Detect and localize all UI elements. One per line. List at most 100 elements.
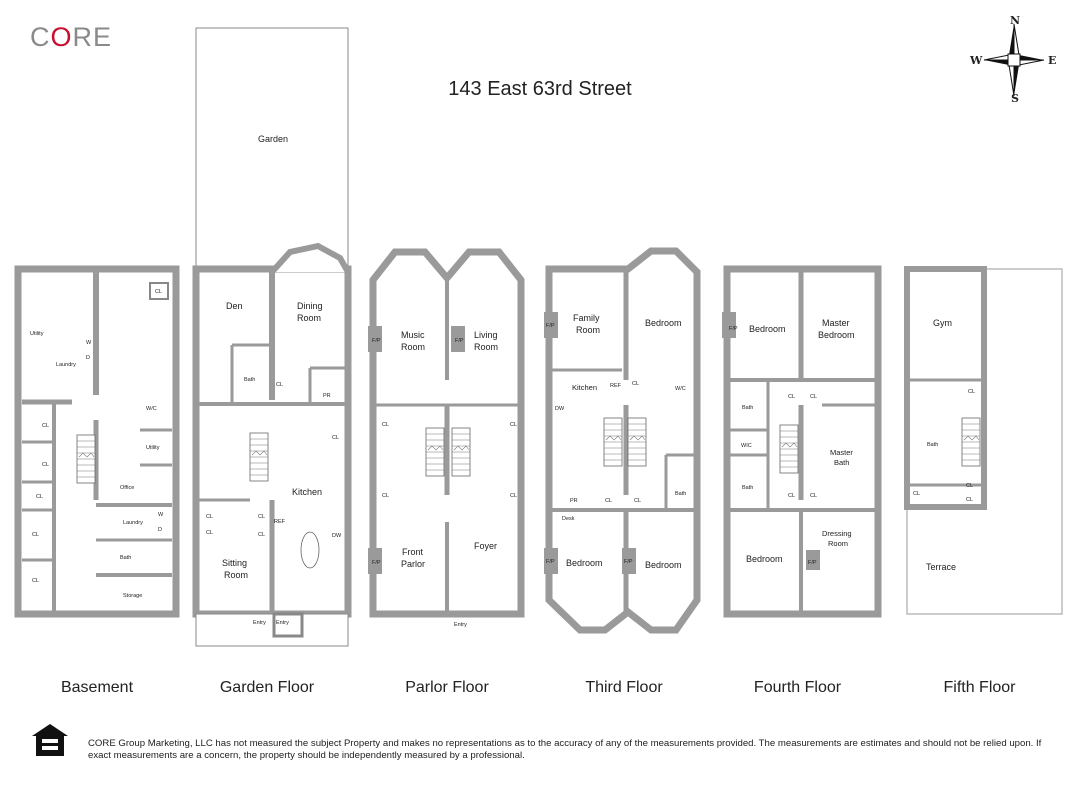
floor-label-garden: Garden Floor: [219, 679, 315, 696]
svg-text:F/P: F/P: [455, 338, 464, 344]
fourth-bedroom-front: Bedroom: [746, 554, 783, 564]
svg-text:W/C: W/C: [146, 406, 157, 412]
svg-text:Parlor: Parlor: [401, 559, 425, 569]
svg-text:CL: CL: [605, 498, 612, 504]
master-bath: Master: [830, 448, 853, 457]
svg-text:PR: PR: [570, 498, 578, 504]
fourth-floor-plan: Bedroom Master Bedroom F/P Bath CL CL WI…: [722, 265, 882, 618]
svg-text:CL: CL: [788, 493, 795, 499]
svg-text:Desk: Desk: [562, 516, 575, 522]
svg-text:CL: CL: [634, 498, 641, 504]
basement-laundry: Laundry: [56, 362, 76, 368]
garden-kitchen: Kitchen: [292, 487, 322, 497]
compass-north: N: [1010, 14, 1021, 27]
svg-text:CL: CL: [258, 514, 265, 520]
svg-text:CL: CL: [32, 578, 39, 584]
sitting-room: Sitting: [222, 558, 247, 568]
dining-room: Dining: [297, 301, 323, 311]
svg-text:Room: Room: [474, 342, 498, 352]
svg-text:CL: CL: [332, 435, 339, 441]
svg-text:F/P: F/P: [624, 559, 633, 565]
svg-text:W: W: [86, 340, 92, 346]
svg-text:W: W: [158, 512, 164, 518]
svg-text:CL: CL: [42, 462, 49, 468]
third-bedroom-front-left: Bedroom: [566, 558, 603, 568]
svg-text:Room: Room: [401, 342, 425, 352]
svg-text:Room: Room: [297, 313, 321, 323]
svg-text:Utility: Utility: [146, 445, 160, 451]
garden-floor-plan: Garden Den Dining Room Bath CL PR CL Kit…: [192, 27, 352, 647]
svg-text:WIC: WIC: [741, 443, 752, 449]
floor-label-third: Third Floor: [585, 679, 663, 696]
svg-text:CL: CL: [810, 394, 817, 400]
svg-text:Bath: Bath: [675, 491, 686, 497]
floor-label-fifth: Fifth Floor: [943, 679, 1016, 696]
basement-storage: Storage: [123, 593, 142, 599]
dressing-room: Dressing: [822, 529, 852, 538]
svg-text:Room: Room: [828, 539, 848, 548]
master-bedroom: Master: [822, 318, 850, 328]
compass-south: S: [1011, 92, 1019, 105]
compass-east: E: [1048, 54, 1057, 67]
svg-text:Bath: Bath: [244, 377, 255, 383]
svg-text:F/P: F/P: [546, 559, 555, 565]
basement-plan: Utility Laundry W D CL W/C Utility Offic…: [14, 265, 180, 618]
svg-text:D: D: [86, 355, 90, 361]
floor-label-parlor: Parlor Floor: [405, 679, 489, 696]
svg-text:PR: PR: [323, 393, 331, 399]
svg-text:CL: CL: [966, 483, 973, 489]
front-parlor: Front: [402, 547, 424, 557]
svg-text:DW: DW: [332, 533, 342, 539]
svg-text:Bath: Bath: [927, 442, 938, 448]
svg-text:CL: CL: [32, 532, 39, 538]
terrace: Terrace: [926, 562, 956, 572]
svg-text:CL: CL: [966, 497, 973, 503]
svg-text:Entry: Entry: [276, 620, 289, 626]
svg-text:CL: CL: [42, 423, 49, 429]
svg-text:CL: CL: [810, 493, 817, 499]
svg-text:CL: CL: [510, 493, 517, 499]
svg-text:D: D: [158, 527, 162, 533]
equal-housing-icon: [30, 722, 70, 758]
svg-text:Laundry: Laundry: [123, 520, 143, 526]
svg-text:Bath: Bath: [834, 458, 849, 467]
svg-text:F/P: F/P: [372, 560, 381, 566]
svg-text:CL: CL: [155, 289, 162, 295]
basement-utility: Utility: [30, 331, 44, 337]
family-room: Family: [573, 313, 600, 323]
svg-text:CL: CL: [913, 491, 920, 497]
svg-text:F/P: F/P: [372, 338, 381, 344]
svg-text:CL: CL: [510, 422, 517, 428]
third-kitchen: Kitchen: [572, 383, 597, 392]
svg-text:CL: CL: [206, 530, 213, 536]
gym: Gym: [933, 318, 952, 328]
floor-label-fourth: Fourth Floor: [753, 679, 842, 696]
svg-text:Bath: Bath: [120, 555, 131, 561]
svg-text:Bath: Bath: [742, 405, 753, 411]
page-title: 143 East 63rd Street: [448, 78, 632, 100]
svg-text:Room: Room: [576, 325, 600, 335]
third-floor-plan: Family Room Bedroom Kitchen REF CL W/C D…: [544, 247, 701, 634]
svg-text:Entry: Entry: [253, 620, 266, 626]
svg-text:CL: CL: [968, 389, 975, 395]
svg-text:CL: CL: [206, 514, 213, 520]
svg-text:CL: CL: [382, 493, 389, 499]
den-room: Den: [226, 301, 243, 311]
disclaimer-text: CORE Group Marketing, LLC has not measur…: [88, 738, 1042, 761]
svg-text:F/P: F/P: [729, 326, 738, 332]
third-bedroom-front-right: Bedroom: [645, 560, 682, 570]
svg-text:CL: CL: [632, 381, 639, 387]
foyer: Foyer: [474, 541, 497, 551]
svg-text:F/P: F/P: [546, 323, 555, 329]
fifth-floor-plan: Gym CL Bath CL CL CL Terrace: [904, 266, 1063, 615]
parlor-floor-plan: Music Room Living Room F/P F/P F/P CL CL…: [368, 248, 525, 628]
compass-rose-icon: N S E W: [968, 14, 1060, 106]
svg-text:CL: CL: [36, 494, 43, 500]
svg-text:CL: CL: [258, 532, 265, 538]
third-bedroom-rear: Bedroom: [645, 318, 682, 328]
svg-text:F/P: F/P: [808, 560, 817, 566]
svg-text:Bedroom: Bedroom: [818, 330, 855, 340]
living-room: Living: [474, 330, 498, 340]
fourth-bedroom-rear: Bedroom: [749, 324, 786, 334]
